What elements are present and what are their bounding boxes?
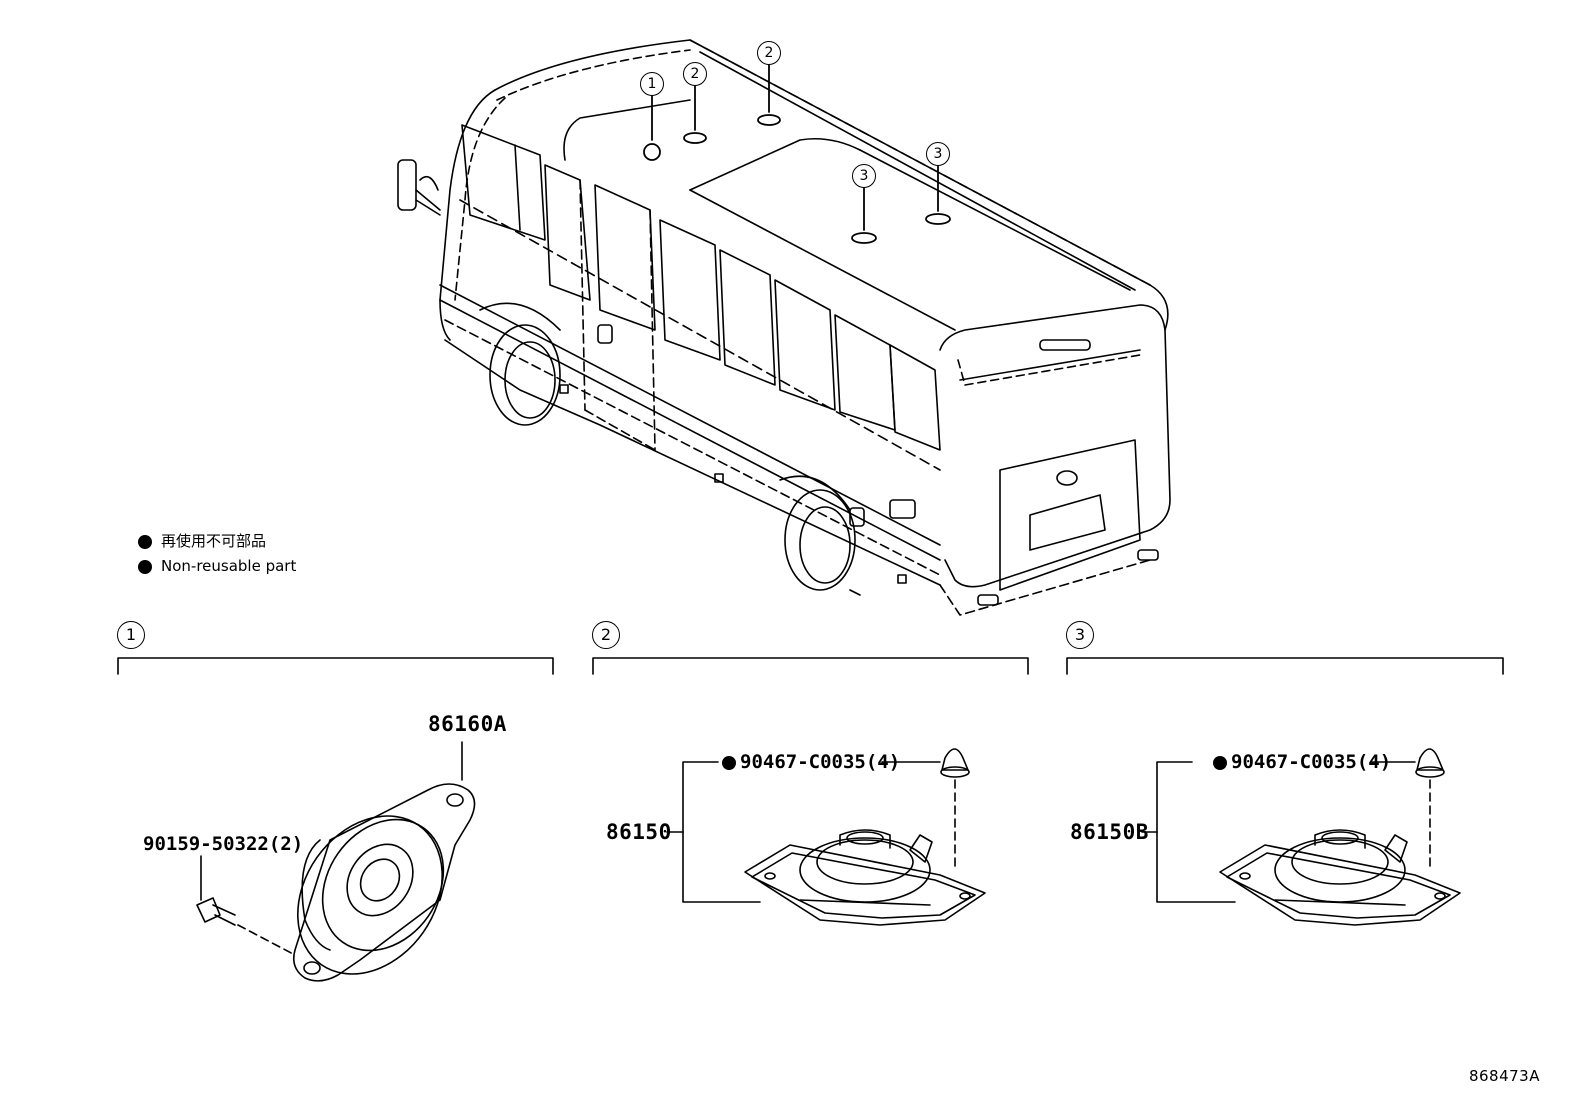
non-reusable-dot-icon xyxy=(1213,755,1227,770)
part-number-86150b[interactable]: 86150B xyxy=(1070,820,1149,844)
part-number-clip[interactable]: 90467-C0035(4) xyxy=(740,751,901,773)
roof-callout-3b: 3 xyxy=(926,142,950,166)
section-3-number: 3 xyxy=(1066,621,1094,649)
section-2-number: 2 xyxy=(592,621,620,649)
illustration-reference-number: 868473A xyxy=(1468,1067,1540,1085)
bus-illustration xyxy=(397,39,1171,616)
part-number-86160a[interactable]: 86160A xyxy=(428,712,507,736)
part-number-clip[interactable]: 90467-C0035(4) xyxy=(1231,751,1392,773)
legend-japanese: 再使用不可部品 xyxy=(138,534,266,549)
roof-callout-2a: 2 xyxy=(683,62,707,86)
speaker-86160a-drawing xyxy=(196,741,476,982)
legend-japanese-text: 再使用不可部品 xyxy=(161,532,267,550)
part-number-86150[interactable]: 86150 xyxy=(606,820,672,844)
section-1-number: 1 xyxy=(117,621,145,649)
roof-callout-3a: 3 xyxy=(852,164,876,188)
clip-label-section-3: 90467-C0035(4) xyxy=(1213,753,1391,772)
non-reusable-dot-icon xyxy=(138,559,152,574)
roof-callout-2b: 2 xyxy=(757,41,781,65)
roof-speaker-markers xyxy=(643,64,951,244)
roof-callout-1: 1 xyxy=(640,72,664,96)
non-reusable-dot-icon xyxy=(722,755,736,770)
speaker-86150-drawing xyxy=(666,748,986,926)
part-number-bolt[interactable]: 90159-50322(2) xyxy=(143,833,304,855)
legend-english-text: Non-reusable part xyxy=(161,557,297,575)
clip-label-section-2: 90467-C0035(4) xyxy=(722,753,900,772)
section-brackets xyxy=(117,657,1504,675)
non-reusable-dot-icon xyxy=(138,534,152,549)
legend-english: Non-reusable part xyxy=(138,559,296,574)
speaker-86150b-drawing xyxy=(1141,748,1461,926)
